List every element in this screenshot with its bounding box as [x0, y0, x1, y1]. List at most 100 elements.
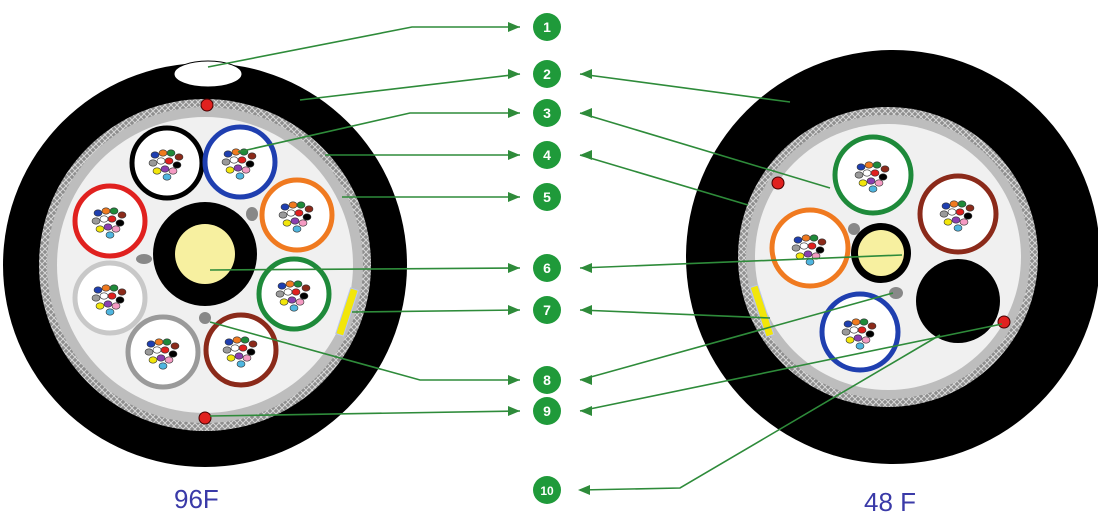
optical-fiber — [235, 172, 245, 180]
optical-fiber — [246, 348, 256, 356]
callout-badge-5: 5 — [533, 183, 561, 211]
optical-fiber — [799, 242, 809, 250]
optical-fiber — [292, 225, 302, 233]
optical-fiber — [115, 296, 125, 304]
optical-fiber — [148, 159, 158, 167]
leader-1 — [207, 26, 520, 68]
leader-8-left — [209, 321, 520, 381]
filler-48f-b — [889, 287, 903, 299]
optical-fiber — [859, 318, 869, 326]
leader-4-right — [579, 154, 749, 206]
leader-7-left — [351, 309, 521, 313]
optical-fiber — [117, 288, 127, 296]
optical-fiber — [229, 156, 239, 164]
optical-fiber — [109, 207, 119, 215]
optical-fiber — [851, 318, 861, 326]
optical-fiber — [152, 167, 162, 175]
optical-fiber — [172, 161, 182, 169]
callout-number: 7 — [543, 302, 551, 318]
optical-fiber — [160, 165, 170, 173]
optical-fiber — [856, 163, 866, 171]
optical-fiber — [843, 320, 853, 328]
optical-fiber — [279, 298, 289, 306]
optical-fiber — [146, 340, 156, 348]
optical-fiber — [168, 350, 178, 358]
optical-fiber — [277, 282, 287, 290]
callout-number: 8 — [543, 372, 551, 388]
empty-tube-position-48f — [916, 259, 1000, 343]
optical-fiber — [117, 211, 127, 219]
optical-fiber — [287, 296, 297, 304]
optical-fiber — [855, 342, 865, 350]
optical-fiber — [148, 356, 158, 364]
optical-fiber — [232, 336, 242, 344]
optical-fiber — [963, 212, 973, 220]
cable-48f — [686, 50, 1098, 464]
callout-badge-4: 4 — [533, 141, 561, 169]
loose-tube-48f-2 — [917, 173, 999, 255]
optical-fiber — [793, 236, 803, 244]
optical-fiber — [226, 354, 236, 362]
optical-fiber — [858, 179, 868, 187]
callout-number: 5 — [543, 189, 551, 205]
loose-tube-96f-3 — [259, 177, 335, 253]
optical-fiber — [864, 161, 874, 169]
ripcord-top-96f — [200, 98, 214, 112]
loose-tube-48f-1 — [832, 134, 914, 216]
optical-fiber — [841, 328, 851, 336]
optical-fiber — [286, 209, 296, 217]
optical-fiber — [115, 219, 125, 227]
optical-fiber — [158, 362, 168, 370]
optical-fiber — [939, 210, 949, 218]
optical-fiber — [237, 156, 247, 164]
central-strength-member-48f — [858, 230, 904, 276]
optical-fiber — [817, 238, 827, 246]
optical-fiber — [878, 173, 888, 181]
optical-fiber — [947, 208, 957, 216]
optical-fiber — [298, 219, 308, 227]
optical-fiber — [222, 346, 232, 354]
optical-fiber — [870, 169, 880, 177]
optical-fiber — [857, 326, 867, 334]
filler-96f-b — [136, 254, 152, 264]
optical-fiber — [868, 185, 878, 193]
leader-6-right — [579, 254, 903, 269]
optical-fiber — [221, 158, 231, 166]
optical-fiber — [247, 152, 257, 160]
optical-fiber — [111, 225, 121, 233]
optical-fiber — [152, 346, 162, 354]
loose-tube-96f-2 — [202, 124, 278, 200]
optical-fiber — [236, 360, 246, 368]
optical-fiber — [166, 149, 176, 157]
ripcord-bottom-96f — [198, 411, 212, 425]
optical-fiber — [304, 205, 314, 213]
optical-fiber — [109, 284, 119, 292]
optical-fiber — [93, 286, 103, 294]
optical-fiber — [805, 258, 815, 266]
optical-fiber — [282, 219, 292, 227]
callout-badge-9: 9 — [533, 397, 561, 425]
callout-number: 1 — [543, 19, 551, 35]
loose-tubes-96f — [72, 124, 335, 390]
callout-number: 3 — [543, 105, 551, 121]
optical-fiber — [111, 302, 121, 310]
optical-fiber — [107, 292, 117, 300]
leader-8-right — [579, 292, 894, 381]
optical-fiber — [955, 208, 965, 216]
optical-fiber — [296, 201, 306, 209]
leader-2-left — [299, 73, 521, 101]
cable-96f — [3, 60, 407, 467]
optical-fiber — [957, 200, 967, 208]
callout-number: 10 — [540, 484, 554, 498]
filler-48f-a — [848, 223, 860, 235]
ripcord-right-48f — [997, 315, 1011, 329]
optical-fiber — [160, 346, 170, 354]
optical-fiber — [101, 207, 111, 215]
optical-fiber — [293, 280, 303, 288]
optical-fiber — [290, 217, 300, 225]
optical-fiber — [943, 218, 953, 226]
optical-fiber — [959, 218, 969, 226]
optical-fiber — [99, 215, 109, 223]
optical-fiber — [791, 244, 801, 252]
